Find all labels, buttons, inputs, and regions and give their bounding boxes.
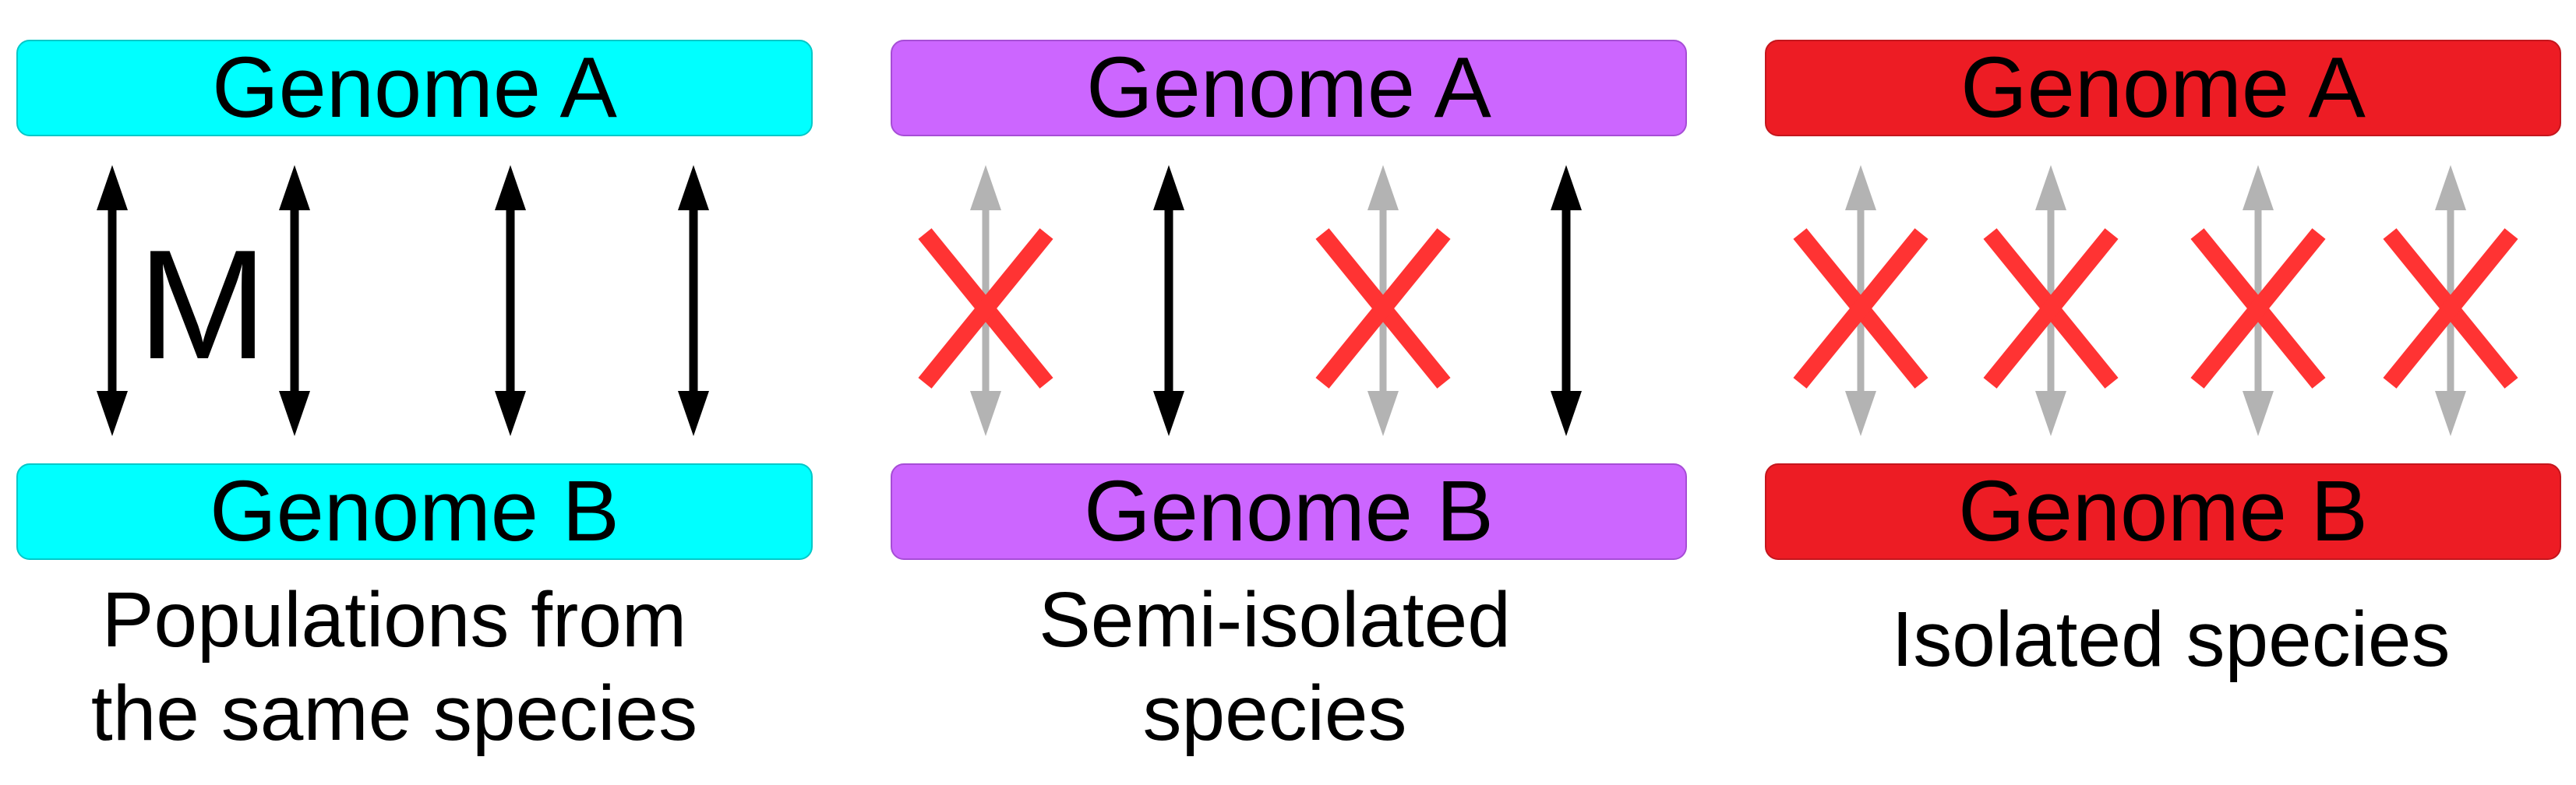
blocked-gene-flow-arrow	[2383, 165, 2518, 436]
genome-b-box	[891, 463, 1687, 560]
genome-b-label: Genome B	[210, 463, 619, 559]
caption-line-1: Isolated species	[1891, 596, 2450, 683]
genome-a-box	[16, 40, 813, 136]
gene-flow-arrow	[495, 165, 526, 436]
panel-isolated: Genome A Genome B Isolated species	[1765, 40, 2561, 683]
genome-a-box	[1765, 40, 2561, 136]
genome-b-box	[1765, 463, 2561, 560]
gene-flow-arrow	[678, 165, 709, 436]
migration-label: M	[138, 218, 268, 392]
gene-flow-arrow	[1153, 165, 1184, 436]
caption-line-2: the same species	[91, 670, 697, 757]
arrows-group	[97, 165, 709, 436]
caption-line-2: species	[1142, 670, 1406, 757]
cross-icon	[1315, 228, 1451, 389]
cross-icon	[918, 228, 1053, 389]
blocked-gene-flow-arrow	[1983, 165, 2119, 436]
cross-icon	[1983, 228, 2119, 389]
arrows-group	[1793, 165, 2518, 436]
caption-line-1: Populations from	[102, 576, 686, 664]
genome-b-box	[16, 463, 813, 560]
cross-icon	[1793, 228, 1928, 389]
arrows-group	[918, 165, 1582, 436]
gene-flow-arrow	[97, 165, 128, 436]
blocked-gene-flow-arrow	[918, 165, 1053, 436]
gene-flow-arrow	[1551, 165, 1582, 436]
genome-b-label: Genome B	[1084, 463, 1494, 559]
cross-icon	[2383, 228, 2518, 389]
genome-a-label: Genome A	[212, 40, 617, 136]
panel-semi-isolated: Genome A Genome B Semi-isolated species	[891, 40, 1687, 757]
blocked-gene-flow-arrow	[1793, 165, 1928, 436]
genome-a-label: Genome A	[1086, 40, 1491, 136]
caption-line-1: Semi-isolated	[1039, 576, 1511, 664]
genome-b-label: Genome B	[1958, 463, 2368, 559]
cross-icon	[2190, 228, 2326, 389]
genome-a-label: Genome A	[1960, 40, 2366, 136]
gene-flow-arrow	[279, 165, 310, 436]
blocked-gene-flow-arrow	[2190, 165, 2326, 436]
panel-populations: Genome A M Genome B Populations from the…	[16, 40, 813, 757]
genome-a-box	[891, 40, 1687, 136]
blocked-gene-flow-arrow	[1315, 165, 1451, 436]
